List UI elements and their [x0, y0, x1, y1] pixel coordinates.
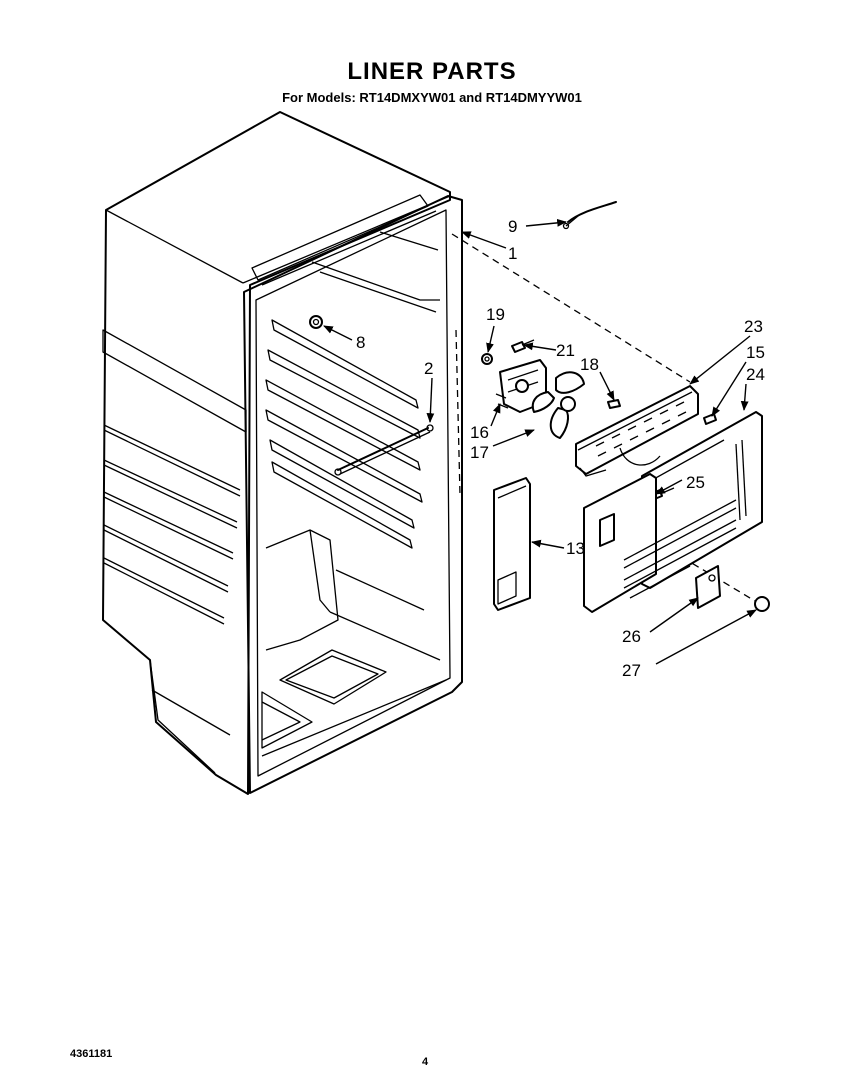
plug: [754, 596, 770, 612]
document-number: 4361181: [70, 1048, 113, 1060]
leader-lines: [323, 218, 757, 665]
callout-8: 8: [356, 333, 365, 352]
heater-cover-plate: [695, 565, 721, 609]
air-duct-housing: [575, 385, 699, 477]
callout-19: 19: [486, 305, 505, 324]
callout-26: 26: [622, 627, 641, 646]
fan-blade: [531, 371, 585, 439]
callout-2: 2: [424, 359, 433, 378]
callout-9: 9: [508, 217, 517, 236]
assembly-guide-lines: [451, 233, 761, 605]
callout-15: 15: [746, 343, 765, 362]
page-title: LINER PARTS: [347, 58, 517, 85]
callout-27: 27: [622, 661, 641, 680]
callout-13: 13: [566, 539, 585, 558]
model-subtitle: For Models: RT14DMXYW01 and RT14DMYYW01: [282, 90, 582, 105]
page-number: 4: [422, 1056, 429, 1068]
liner-clip: [309, 315, 323, 329]
callout-25: 25: [686, 473, 705, 492]
callout-21: 21: [556, 341, 575, 360]
callout-1: 1: [508, 244, 517, 263]
callout-17: 17: [470, 443, 489, 462]
nut: [481, 353, 493, 365]
callout-24: 24: [746, 365, 765, 384]
evaporator-cover-front: [583, 473, 737, 613]
screw-15: [703, 413, 717, 425]
screw-18: [607, 399, 621, 409]
callout-18: 18: [580, 355, 599, 374]
wire-sensor: [562, 201, 617, 230]
duct-panel: [493, 477, 531, 611]
shelf-support-rod: [334, 424, 434, 476]
refrigerator-liner: [102, 111, 463, 795]
callout-16: 16: [470, 423, 489, 442]
callout-23: 23: [744, 317, 763, 336]
